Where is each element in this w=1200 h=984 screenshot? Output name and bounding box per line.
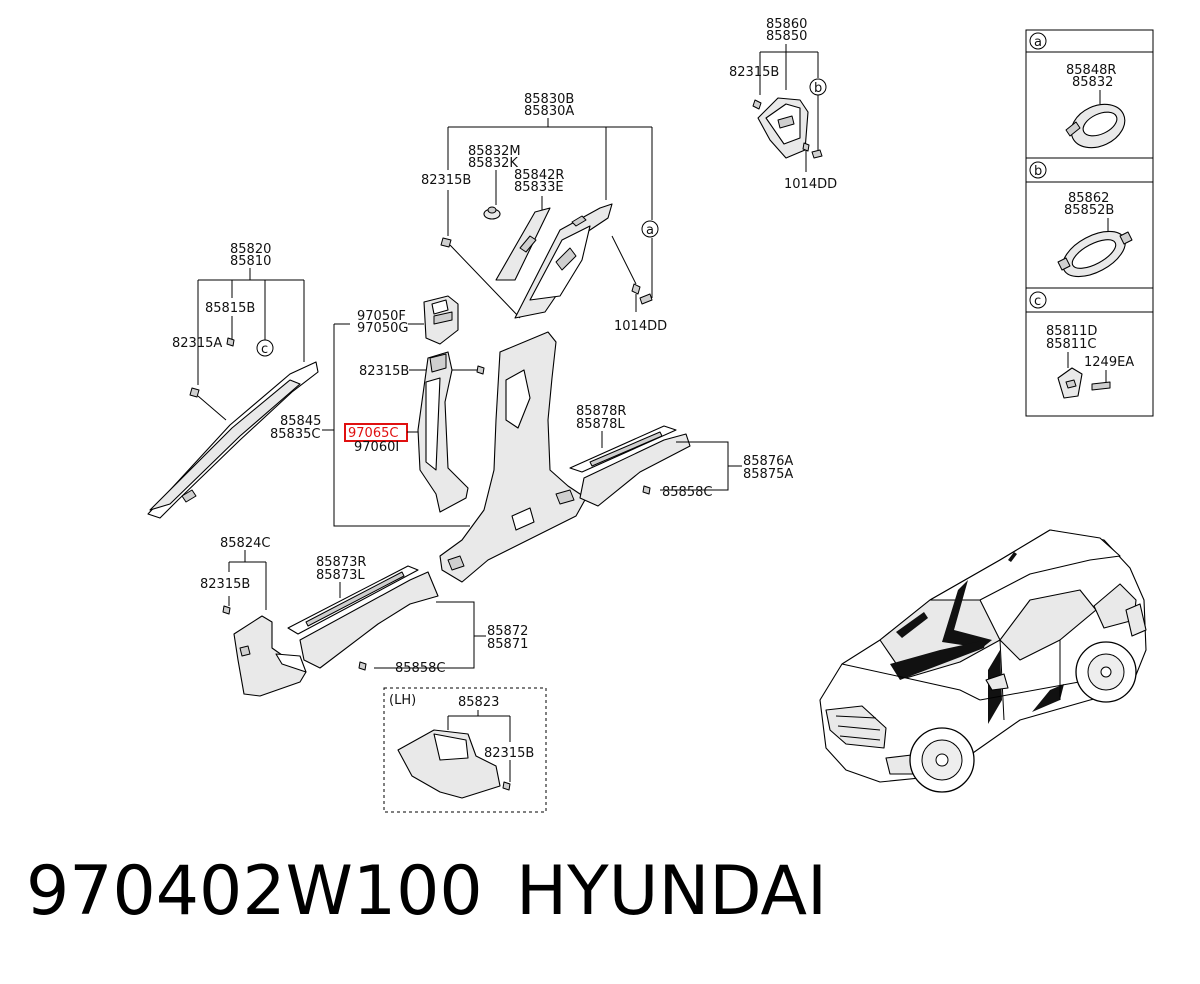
label-85830B[interactable]: 85830B [524,92,574,107]
footer-brand: HYUNDAI [516,852,828,931]
part-group-85820: 85820 85810 85815B 82315A c [147,242,319,519]
part-group-85845: 97050F 97050G 82315B 85845 85835C 97065C… [270,295,485,527]
callout-a-text: a [646,223,654,238]
label-85850[interactable]: 85850 [766,29,807,44]
legend-a: a 85848R 85832 [1029,32,1126,149]
label-85820[interactable]: 85820 [230,242,271,257]
legend-c: c 85811D 85811C 1249EA [1029,291,1134,399]
lh-detail-box: (LH) 85823 82315B [383,687,547,813]
legend-c-tag: c [1034,294,1041,309]
label-85815B[interactable]: 85815B [205,301,255,316]
label-85832M[interactable]: 85832M [468,144,521,159]
label-97060I[interactable]: 97060I [354,440,399,455]
legend-a-tag: a [1034,35,1042,50]
legend-c-line1[interactable]: 85811D [1046,324,1097,339]
legend-c-line2[interactable]: 85811C [1046,337,1096,352]
legend-b-line1[interactable]: 85862 [1068,191,1109,206]
label-82315B-pillar[interactable]: 82315B [359,364,409,379]
label-97050G[interactable]: 97050G [357,321,408,336]
label-85860[interactable]: 85860 [766,17,807,32]
legend-b-line2[interactable]: 85852B [1064,203,1114,218]
label-82315B-top[interactable]: 82315B [729,65,779,80]
label-82315B-lh[interactable]: 82315B [484,746,534,761]
label-85873L[interactable]: 85873L [316,568,365,583]
label-85871[interactable]: 85871 [487,637,528,652]
legend-b-tag: b [1034,164,1042,179]
callout-a[interactable] [641,220,659,238]
part-group-85824C: 85824C 82315B [200,536,307,697]
label-82315B-left[interactable]: 82315B [200,577,250,592]
part-group-85873R: 85873R 85873L 85872 85871 85858C [287,555,528,676]
label-85830A[interactable]: 85830A [524,104,574,119]
label-85858C-bottom[interactable]: 85858C [395,661,445,676]
label-82315B-mid[interactable]: 82315B [421,173,471,188]
label-85835C[interactable]: 85835C [270,427,320,442]
label-85872[interactable]: 85872 [487,624,528,639]
label-85833E[interactable]: 85833E [514,180,564,195]
callout-c-text: c [261,342,268,357]
label-97065C[interactable]: 97065C [348,426,398,441]
legend-a-line1[interactable]: 85848R [1066,63,1116,78]
legend-b: b 85862 85852B [1029,161,1133,278]
part-group-85860: 85860 85850 82315B b 1014DD [729,17,837,192]
label-85842R[interactable]: 85842R [514,168,564,183]
callout-b-text: b [814,81,822,96]
part-lower-b-pillar [439,331,587,583]
label-85810[interactable]: 85810 [230,254,271,269]
legend-panel: a 85848R 85832 b 85862 85852B c 85811D 8… [1025,29,1154,417]
label-LH[interactable]: (LH) [389,693,416,708]
part-group-85878R: 85878R 85878L 85876A 85875A 85858C [569,404,793,507]
label-85845[interactable]: 85845 [280,414,321,429]
label-85878L[interactable]: 85878L [576,417,625,432]
legend-c-line3[interactable]: 1249EA [1084,355,1134,370]
label-85823[interactable]: 85823 [458,695,499,710]
part-group-85830B: 85830B 85830A 85832M 85832K 85842R 85833… [421,92,667,334]
label-85875A[interactable]: 85875A [743,467,793,482]
label-1014DD-top[interactable]: 1014DD [784,177,837,192]
label-85858C-right[interactable]: 85858C [662,485,712,500]
label-85832K[interactable]: 85832K [468,156,518,171]
label-97050F[interactable]: 97050F [357,309,406,324]
legend-a-line2[interactable]: 85832 [1072,75,1113,90]
label-1014DD-mid[interactable]: 1014DD [614,319,667,334]
label-85876A[interactable]: 85876A [743,454,793,469]
label-82315A[interactable]: 82315A [172,336,222,351]
label-85878R[interactable]: 85878R [576,404,626,419]
vehicle-illustration [819,529,1147,793]
label-85824C[interactable]: 85824C [220,536,270,551]
callout-c[interactable] [256,339,274,357]
label-85873R[interactable]: 85873R [316,555,366,570]
footer-part-number: 970402W100 [26,852,483,931]
